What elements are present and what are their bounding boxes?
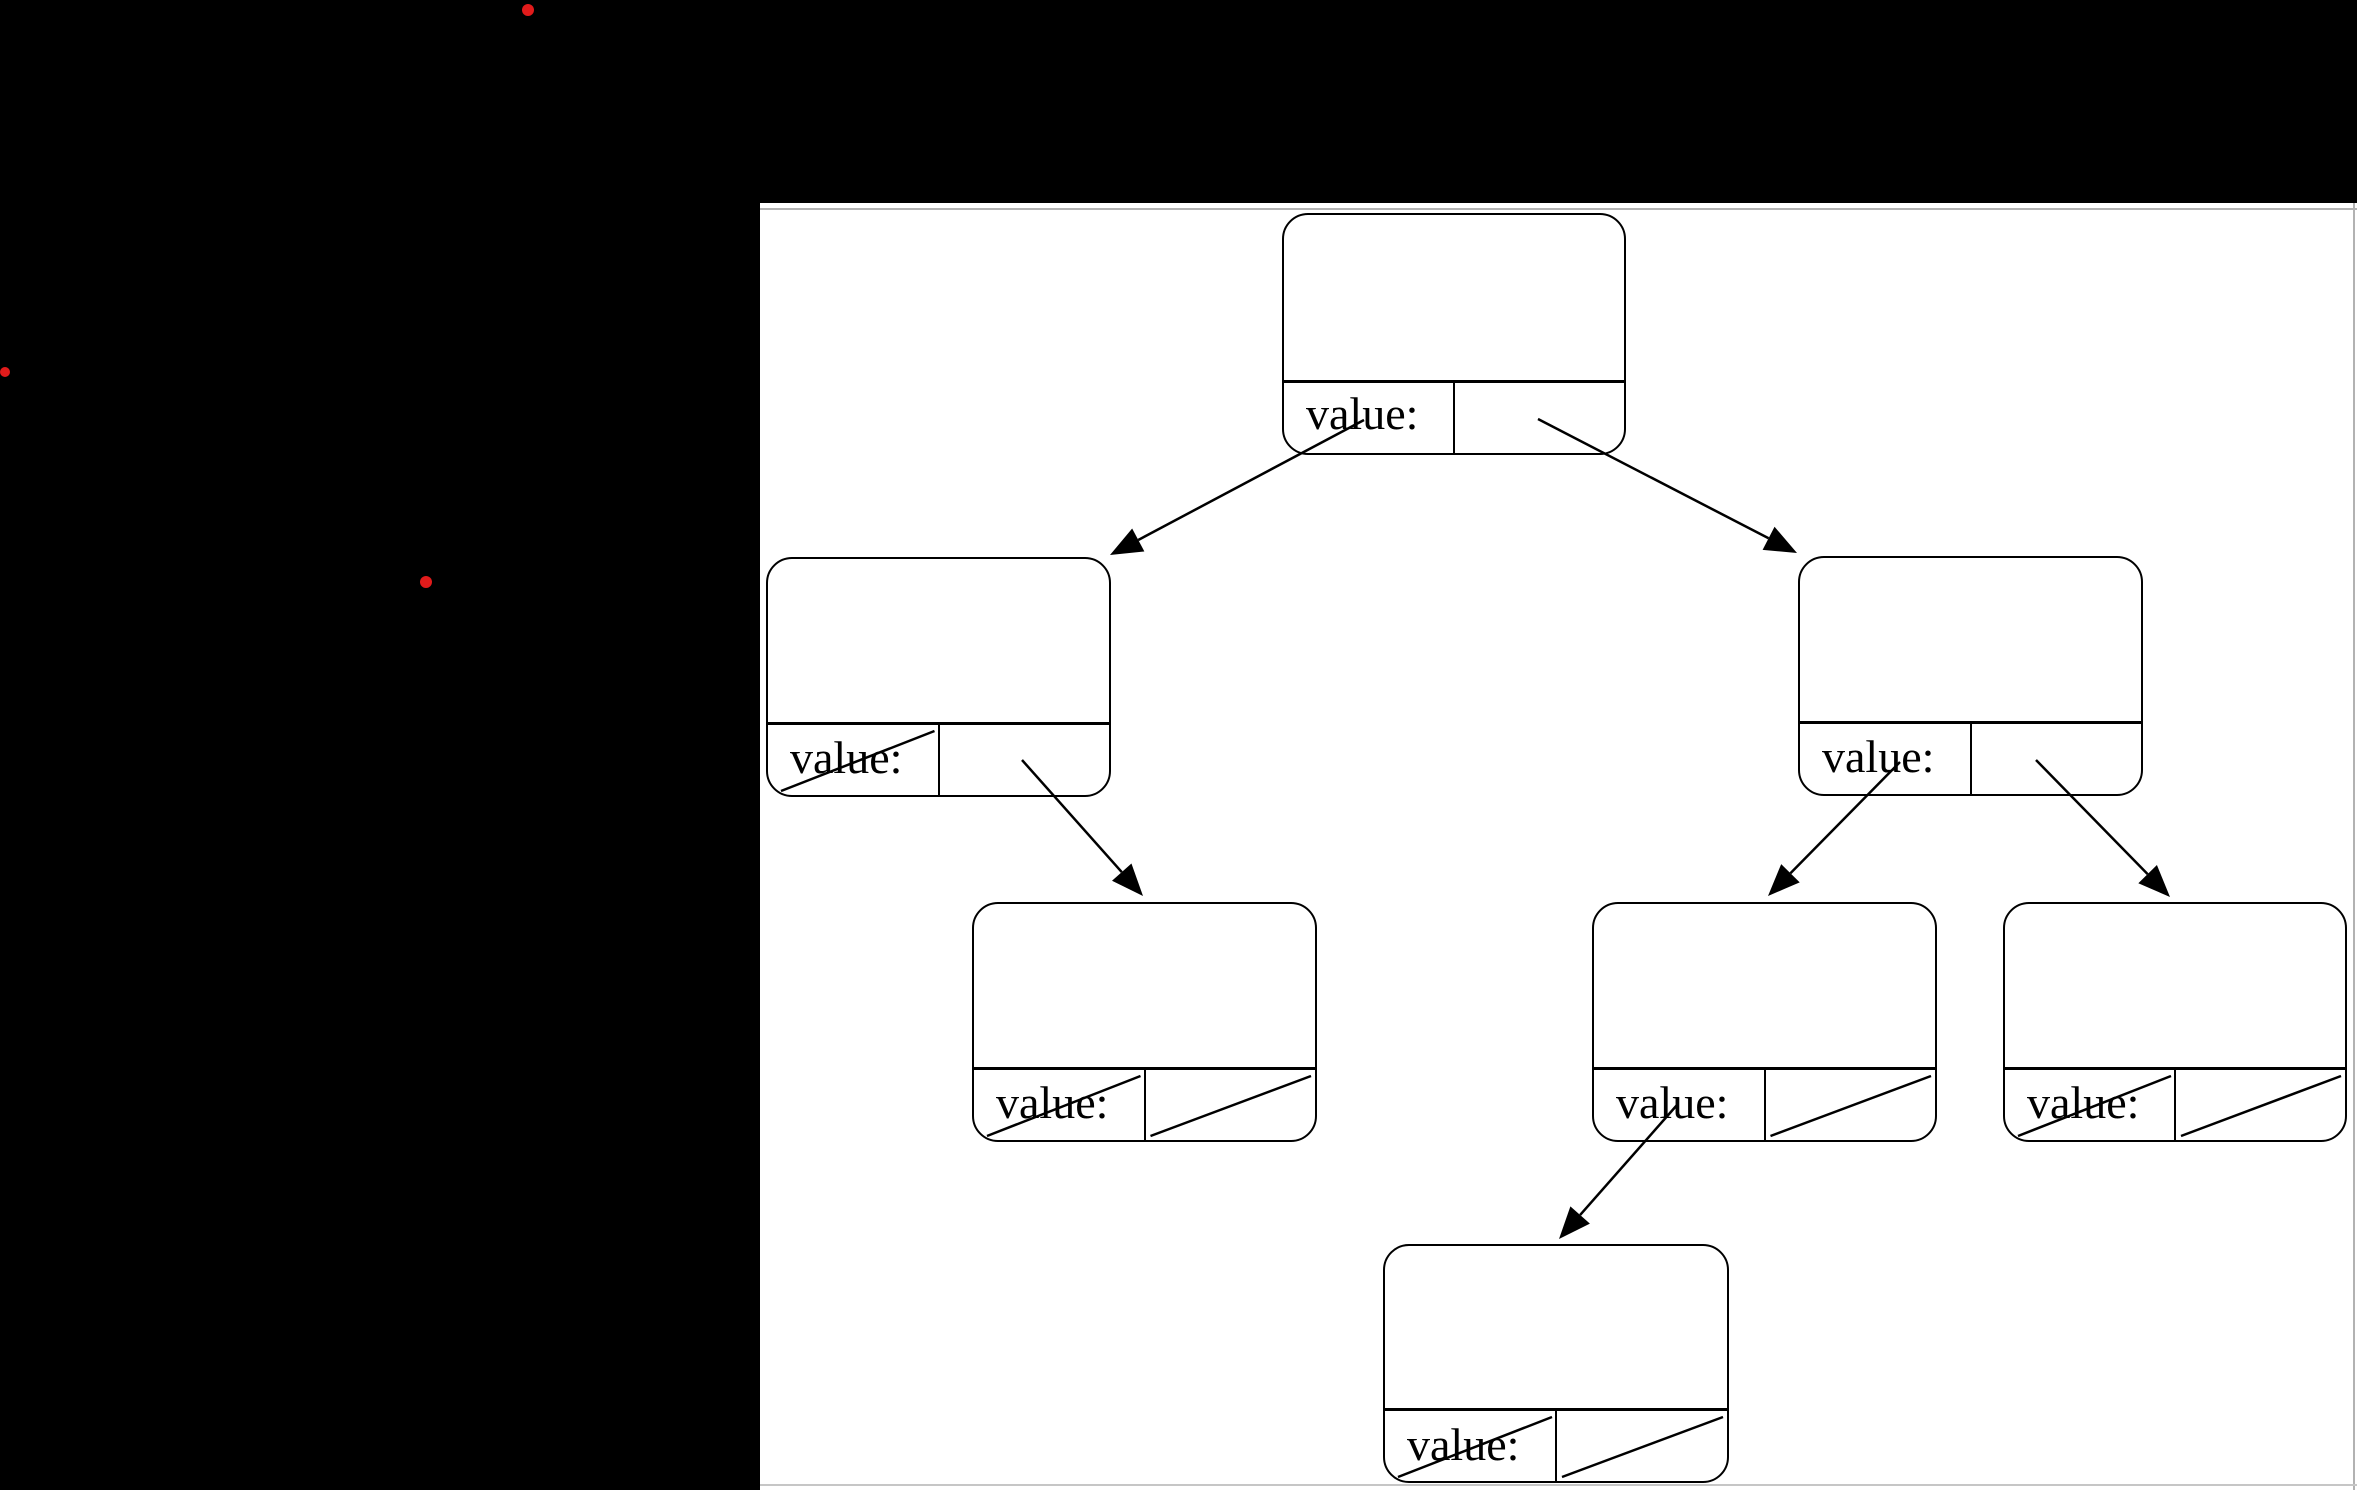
canvas-bottom-edge-line (760, 1484, 2357, 1486)
left-pointer-cell (1594, 1070, 1766, 1140)
tree-node-right-left-left: value: color: (1383, 1244, 1729, 1483)
left-pointer-cell (1284, 383, 1455, 453)
pointer-cells (1800, 721, 2141, 794)
pointer-cells (974, 1067, 1315, 1140)
tree-node-right-right: value: color: (2003, 902, 2347, 1142)
tree-node-right: value: color: (1798, 556, 2143, 796)
tree-node-left-right: value: color: (972, 902, 1317, 1142)
right-pointer-cell (2176, 1070, 2345, 1140)
tree-node-left: value: color: (766, 557, 1111, 797)
right-pointer-cell (1455, 383, 1624, 453)
red-dot-marker (420, 576, 432, 588)
left-pointer-cell (768, 725, 940, 795)
left-pointer-cell (1800, 724, 1972, 794)
tree-node-right-left: value: color: (1592, 902, 1937, 1142)
pointer-cells (1594, 1067, 1935, 1140)
tree-node-root: value: color: (1282, 213, 1626, 455)
pointer-cells (2005, 1067, 2345, 1140)
red-dot-marker (522, 4, 534, 16)
pointer-cells (1284, 380, 1624, 453)
left-pointer-cell (2005, 1070, 2176, 1140)
right-pointer-cell (1766, 1070, 1936, 1140)
pointer-cells (768, 722, 1109, 795)
right-pointer-cell (940, 725, 1110, 795)
pointer-cells (1385, 1408, 1727, 1481)
right-pointer-cell (1972, 724, 2142, 794)
canvas-right-edge-line (2353, 203, 2355, 1490)
canvas-top-edge-line (760, 208, 2357, 210)
left-pointer-cell (1385, 1411, 1557, 1481)
right-pointer-cell (1146, 1070, 1316, 1140)
right-pointer-cell (1557, 1411, 1727, 1481)
left-pointer-cell (974, 1070, 1146, 1140)
red-dot-marker (0, 367, 10, 377)
